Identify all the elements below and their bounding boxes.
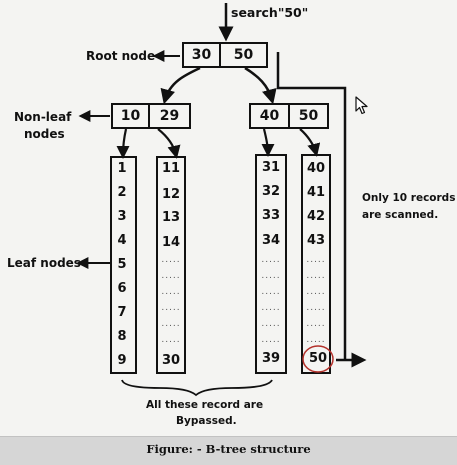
leaf-col4-ellipsis: ..... <box>306 335 326 345</box>
leaf-col3-ellipsis: ..... <box>261 303 281 313</box>
leaf-col2-value: 13 <box>161 210 181 225</box>
leaf-col4-value: 40 <box>306 161 326 176</box>
leaf-col4-ellipsis: ..... <box>306 319 326 329</box>
scan-path-line <box>276 52 347 360</box>
leaf-col2-value: 30 <box>161 353 181 368</box>
left-nonleaf-key-2: 29 <box>159 108 180 124</box>
figure-caption: Figure: - B-tree structure <box>146 442 311 456</box>
leaf-col3-ellipsis: ..... <box>261 271 281 281</box>
leaf-col3-ellipsis: ..... <box>261 287 281 297</box>
leaf-col2-ellipsis: ..... <box>161 303 181 313</box>
leaf-col2-ellipsis: ..... <box>161 335 181 345</box>
leaf-col1-value: 1 <box>117 161 127 176</box>
leaf-col2-ellipsis: ..... <box>161 319 181 329</box>
caption-bar <box>0 436 457 465</box>
leaf-col1-value: 4 <box>117 233 127 248</box>
leaf-col4-value: 43 <box>306 233 326 248</box>
leaf-col1-value: 2 <box>117 185 127 200</box>
leaf-col2-value: 11 <box>161 161 181 176</box>
leaf-col1-value: 3 <box>117 209 127 224</box>
leaf-col1-value: 5 <box>117 257 127 272</box>
left-to-col2-arrow <box>157 128 181 159</box>
root-to-left-arrow <box>160 66 201 105</box>
nonleaf-label-line2: nodes <box>24 127 65 141</box>
bypassed-note-line2: Bypassed. <box>176 415 237 427</box>
leaf-col2-ellipsis: ..... <box>161 255 181 265</box>
leaf-col4-ellipsis: ..... <box>306 303 326 313</box>
leaf-column-1 <box>110 156 137 374</box>
root-node-label: Root node <box>86 49 156 63</box>
right-to-col3-arrow <box>261 128 275 157</box>
leaf-col3-value: 32 <box>261 184 281 199</box>
root-to-right-arrow <box>244 66 277 105</box>
found-record-circle <box>302 345 334 373</box>
leaf-col3-ellipsis: ..... <box>261 255 281 265</box>
scanned-note-line2: are scanned. <box>362 209 439 221</box>
leaf-col4-found-value: 50 <box>308 351 328 366</box>
right-nonleaf-key-1: 40 <box>259 108 280 124</box>
leaf-col1-value: 7 <box>117 305 127 320</box>
root-key-2: 50 <box>233 47 254 63</box>
leaf-col1-value: 6 <box>117 281 127 296</box>
right-to-col4-arrow <box>299 128 321 157</box>
root-key-1: 30 <box>191 47 212 63</box>
leaf-col1-value: 9 <box>117 353 127 368</box>
leaf-col4-ellipsis: ..... <box>306 271 326 281</box>
scanned-note-line1: Only 10 records <box>362 192 456 204</box>
leaf-col4-ellipsis: ..... <box>306 255 326 265</box>
leaf-col1-value: 8 <box>117 329 127 344</box>
leaf-column-4 <box>301 154 331 374</box>
right-nonleaf-key-2: 50 <box>298 108 319 124</box>
leaf-col4-value: 41 <box>306 185 326 200</box>
leaf-col2-ellipsis: ..... <box>161 287 181 297</box>
leaf-col2-value: 14 <box>161 235 181 250</box>
nonleaf-label-line1: Non-leaf <box>14 110 72 124</box>
leaf-col3-value: 33 <box>261 208 281 223</box>
bypassed-note-line1: All these record are <box>146 399 264 411</box>
bypassed-brace <box>121 379 273 397</box>
left-nonleaf-key-1: 10 <box>120 108 141 124</box>
left-nonleaf-node-box <box>111 103 191 129</box>
leaf-nodes-label: Leaf nodes <box>7 256 81 270</box>
root-node-box <box>182 42 268 68</box>
leaf-col3-value: 39 <box>261 351 281 366</box>
leaf-col4-value: 42 <box>306 209 326 224</box>
leaf-column-3 <box>255 154 287 374</box>
leaf-column-2 <box>156 156 186 374</box>
leaf-col2-ellipsis: ..... <box>161 271 181 281</box>
leaf-col3-value: 31 <box>261 160 281 175</box>
leaf-col3-value: 34 <box>261 233 281 248</box>
left-to-col1-arrow <box>116 128 130 159</box>
leaf-col3-ellipsis: ..... <box>261 319 281 329</box>
leaf-col2-value: 12 <box>161 187 181 202</box>
mouse-cursor-icon <box>355 96 368 115</box>
leaf-col3-ellipsis: ..... <box>261 335 281 345</box>
search-label: search"50" <box>231 5 309 20</box>
leaf-col4-ellipsis: ..... <box>306 287 326 297</box>
